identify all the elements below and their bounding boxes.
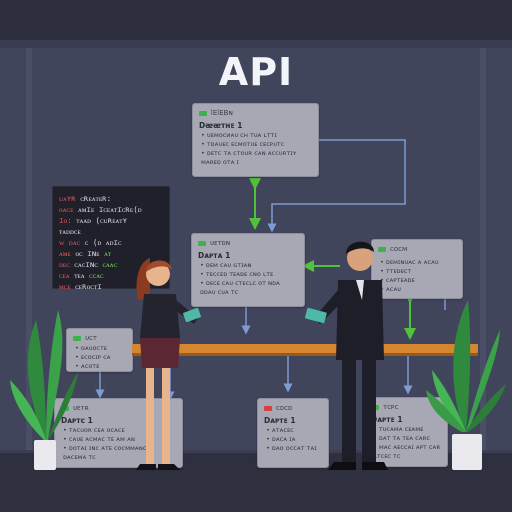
card-line: • ᴅᴇᴛᴄ ᴛᴀ ᴄᴛᴏᴜʀ ᴄᴀɴ ᴀᴄᴄᴜʀᴛɪʏ <box>201 149 297 157</box>
card-line: • ᴛᴜᴄᴀᴍᴀ ᴄᴇᴀᴍᴇ <box>373 425 424 433</box>
card-line: • ᴄᴀᴘᴛᴇᴀᴅᴇ <box>380 276 415 284</box>
code-text: ᴛᴀᴀᴅ (ᴄᴜʀᴇᴀᴛʏ <box>76 216 128 225</box>
card-header: ᥣEᥣEBɴ <box>211 108 233 117</box>
plant-right <box>426 300 506 470</box>
card-header: ᴜᴇᴛᴅɴ <box>210 239 231 247</box>
plant-left <box>10 310 78 470</box>
code-text: ᴛᴀᴅᴅᴄᴇ <box>59 227 81 236</box>
code-highlight: ᴄᴄᴀᴄ <box>89 271 104 280</box>
card-header: ᴄᴅᴄᴅ <box>276 404 293 412</box>
card-line: ᴅᴀᴄᴇᴍᴀ ᴛᴄ <box>63 453 96 461</box>
desk-top <box>132 344 478 353</box>
card-line: • ᴅᴏᴛᴀɪ ɪɴᴄ ᴀᴛᴇ ᴄᴏᴄᴍᴍᴀɴᴄᴇ <box>63 444 150 452</box>
card-line: ᴅᴅᴀᴜ ᴄᴜᴀ ᴛᴄ <box>200 288 239 296</box>
card-header: ᴜᴄᴛ <box>85 334 97 342</box>
card-line: • ᴅᴀᴏ ᴏᴄᴄᴀᴛ ᴛᴀɪ <box>266 444 317 452</box>
code-keyword: ᴏᴀᴄᴇ <box>59 205 78 214</box>
card-line: • ᴅᴇᴍɪɴᴜᴀᴄ ᴀ ᴀᴄᴀᴜ <box>380 258 439 266</box>
card-label: Dᴀᴘᴛᴇ 1 <box>264 416 296 425</box>
status-dot <box>73 335 81 341</box>
card-line: • ᴀᴄᴀᴜ <box>380 285 401 293</box>
code-text: ᴄᴇʀᴏᴄᴛɪ <box>75 282 102 291</box>
code-highlight: ᴀᴛ <box>104 249 112 258</box>
code-keyword: ᴡ ᴅᴀᴄ <box>59 238 85 247</box>
code-text: ᴏᴄ ɪɴᴇ <box>75 249 105 258</box>
status-dot <box>198 240 206 246</box>
code-text: ᴄᴀᴄɪɴᴄ <box>74 260 103 269</box>
phone-icon <box>305 307 327 324</box>
left-card: ᴜᴄᴛ • ᴏᴀᴜᴏᴄᴛᴇ • ᴇᴄᴏᴄɪᴘ ᴄᴀ • ᴀᴄᴏᴛᴇ <box>66 328 133 372</box>
ceiling-band <box>0 0 512 40</box>
top-card: ᥣEᥣEBɴ Dᴂᴂᴛʜᴇ 1 • ᴜᴇᴍᴏᴄᴎᴀᴜ ᴄʜ ᴛᴜᴀ ʟᴛᴛɪ •… <box>192 103 319 177</box>
code-highlight: ᴄᴀᴀᴄ <box>102 260 118 269</box>
pot-right <box>452 434 482 470</box>
card-line: • ᴛᴛᴇᴅᴇᴄᴛ <box>380 267 412 275</box>
code-line: ᴄᴇᴀ ᴛᴇᴀ ᴄᴄᴀᴄ <box>59 270 163 281</box>
card-header: ᴛᴄᴘᴄ <box>383 403 399 411</box>
code-line: ɪᴏ: ᴛᴀᴀᴅ (ᴄᴜʀᴇᴀᴛʏ <box>59 215 163 226</box>
card-label: Dᴂᴂᴛʜᴇ 1 <box>199 121 243 130</box>
card-label: Dᴀᴘᴛᴀ 1 <box>198 251 231 260</box>
card-line: • ᴅᴀᴄᴀ ɪᴀ <box>266 435 296 443</box>
code-text: ᴀᴍɪᴇ ɪᴄᴇᴀᴛɪᴄʀᴇ(ᴅ <box>77 205 142 214</box>
card-line: • ᴅᴀᴛ ᴛᴀ ᴛᴇᴀ ᴄᴀʀᴄ <box>373 434 431 442</box>
tablet-icon <box>183 307 201 323</box>
bottom-left-card: ᴜᴇᴛʀ Dᴀᴘᴛᴄ 1 • ᴛᴀᴄᴜᴏʀ ᴄᴇᴀ ᴏᴄᴀᴄᴇ • ᴄᴀᴜᴇ ᴀ… <box>54 398 183 468</box>
middle-card: ᴜᴇᴛᴅɴ Dᴀᴘᴛᴀ 1 • ᴅᴇᴍ ᴄᴀᴜ ɢᴛɪᴀɴ • ᴛᴇᴄᴄᴇᴅ ᴛ… <box>191 233 305 307</box>
card-line: • ᴇᴄᴏᴄɪᴘ ᴄᴀ <box>75 353 111 361</box>
card-line: • ᴍᴀᴄ ᴀᴇᴄᴄᴀɪ ᴀᴘᴛ ᴄᴀʀ <box>373 443 441 451</box>
card-line: • ᴜᴇᴍᴏᴄᴎᴀᴜ ᴄʜ ᴛᴜᴀ ʟᴛᴛɪ <box>201 131 277 139</box>
card-header: ᴄᴏᴄᴍ <box>390 245 408 253</box>
wall-pillar-left <box>26 48 32 458</box>
person-man <box>305 241 388 470</box>
status-dot <box>378 246 386 252</box>
card-line: • ᴅᴇᴄᴇ ᴄᴀᴜ ᴄᴛᴇᴄʟᴄ ᴏᴛ ɴᴅᴀ <box>200 279 280 287</box>
card-label: Dᴀᴘᴛᴄ 1 <box>61 416 93 425</box>
code-line: ᴜᴀʏʀ ᴄʀᴇᴀᴛᴇʀ: <box>59 193 163 204</box>
code-keyword: ᴀᴍᴇ <box>59 249 76 258</box>
card-line: • ᴏᴀᴜᴏᴄᴛᴇ <box>75 344 107 352</box>
code-text: ᴛᴇᴀ <box>74 271 90 280</box>
code-keyword: ɪᴏ: <box>59 216 77 225</box>
card-line: • ᴀᴄᴏᴛᴇ <box>75 362 100 370</box>
card-line: • ᴀᴛᴀᴄᴇᴄ <box>266 426 294 434</box>
code-text: ᴄ (ᴅ ᴀᴅɪᴄ <box>84 238 122 247</box>
card-line: • ᴅᴇᴍ ᴄᴀᴜ ɢᴛɪᴀɴ <box>200 261 252 269</box>
code-line: ᴍᴄᴇ ᴄᴇʀᴏᴄᴛɪ <box>59 281 163 292</box>
code-line: ᴡ ᴅᴀᴄ ᴄ (ᴅ ᴀᴅɪᴄ <box>59 237 163 248</box>
code-line: ᴀᴍᴇ ᴏᴄ ɪɴᴇ ᴀᴛ <box>59 248 163 259</box>
wall-pillar-right <box>480 48 486 458</box>
arrow-top-loop <box>267 139 406 233</box>
code-keyword: ᴄᴇᴀ <box>59 271 75 280</box>
card-line: • ᴄᴀᴜᴇ ᴀᴄᴍᴀᴄ ᴛᴇ ᴀᴍ ᴀɴ <box>63 435 135 443</box>
code-keyword: ᴍᴄᴇ <box>59 282 76 291</box>
code-line: ᴅᴇᴄ ᴄᴀᴄɪɴᴄ ᴄᴀᴀᴄ <box>59 259 163 270</box>
code-text: ᴄʀᴇᴀᴛᴇʀ: <box>80 194 112 203</box>
card-line: • ᴛᴇᴄᴄᴇᴅ ᴛᴇᴀᴅᴇ ᴄɴᴏ ʟᴛᴇ <box>200 270 274 278</box>
status-dot <box>264 405 272 411</box>
bottom-center-card: ᴄᴅᴄᴅ Dᴀᴘᴛᴇ 1 • ᴀᴛᴀᴄᴇᴄ • ᴅᴀᴄᴀ ɪᴀ • ᴅᴀᴏ ᴏᴄ… <box>257 398 329 468</box>
code-line: ᴏᴀᴄᴇ ᴀᴍɪᴇ ɪᴄᴇᴀᴛɪᴄʀᴇ(ᴅ <box>59 204 163 215</box>
code-line: ᴛᴀᴅᴅᴄᴇ <box>59 226 163 237</box>
card-header: ᴜᴇᴛʀ <box>73 404 89 412</box>
page-title: API <box>218 50 294 94</box>
card-line: • ᴛᴀᴄᴜᴏʀ ᴄᴇᴀ ᴏᴄᴀᴄᴇ <box>63 426 125 434</box>
pot-left <box>34 440 56 470</box>
right-card: ᴄᴏᴄᴍ • ᴅᴇᴍɪɴᴜᴀᴄ ᴀ ᴀᴄᴀᴜ • ᴛᴛᴇᴅᴇᴄᴛ • ᴄᴀᴘᴛᴇ… <box>371 239 463 299</box>
card-line: ᴍᴀʀᴇᴅ ᴏᴛᴀ ɪ <box>201 158 239 166</box>
card-line: ᴀᴛᴄᴇᴄ ᴛᴄ <box>373 452 401 460</box>
person-woman <box>136 258 201 470</box>
code-keyword: ᴜᴀʏʀ <box>59 194 81 203</box>
card-line: • ᴛᴅᴀᴜᴇᴄ ᴇᴄᴍᴏᴛᴜᴇ ᴄᴇᴄᴘᴜᴛᴄ <box>201 140 285 148</box>
code-keyword: ᴅᴇᴄ <box>59 260 75 269</box>
status-dot <box>199 110 207 116</box>
card-label: Dᴀᴘᴛᴇ 1 <box>371 415 403 424</box>
